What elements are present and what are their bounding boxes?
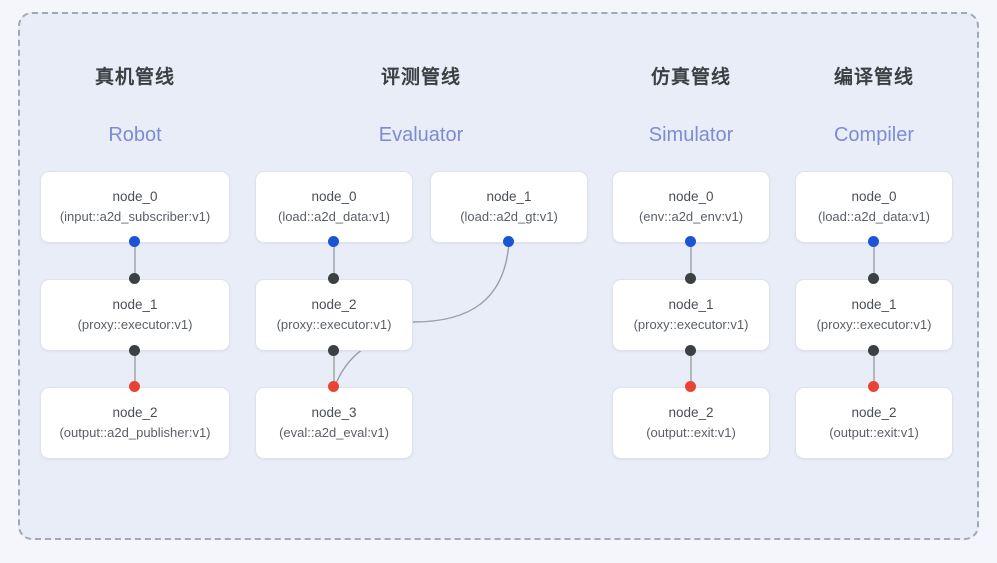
column-title-cn-simulator: 仿真管线 [650, 67, 731, 88]
port-blue-output-simulator-0[interactable] [685, 236, 696, 247]
port-blue-output-robot-0[interactable] [129, 236, 140, 247]
column-title-cn-evaluator: 评测管线 [380, 67, 461, 88]
column-title-en-simulator: Simulator [648, 124, 734, 146]
node-label-name: node_3 [311, 404, 357, 420]
node-label-name: node_0 [668, 188, 714, 204]
node-label-type: (proxy::executor:v1) [816, 316, 932, 332]
port-dark-input-evaluator-2[interactable] [328, 273, 339, 284]
node-label-name: node_1 [668, 296, 714, 312]
node-label-name: node_2 [112, 404, 158, 420]
node-label-type: (env::a2d_env:v1) [638, 208, 744, 224]
column-title-en-robot: Robot [108, 124, 162, 146]
port-red-input-compiler-2[interactable] [868, 381, 879, 392]
column-title-cn-compiler: 编译管线 [833, 67, 914, 88]
port-dark-output-robot-1[interactable] [129, 345, 140, 356]
node-label-type: (load::a2d_data:v1) [817, 208, 931, 224]
node-label-type: (load::a2d_data:v1) [277, 208, 391, 224]
node-label-name: node_1 [851, 296, 897, 312]
node-evaluator-0[interactable]: node_0 (load::a2d_data:v1) [255, 171, 413, 243]
port-dark-input-compiler-1[interactable] [868, 273, 879, 284]
node-simulator-1[interactable]: node_1 (proxy::executor:v1) [612, 279, 770, 351]
port-blue-output-compiler-0[interactable] [868, 236, 879, 247]
port-blue-output-evaluator-1[interactable] [503, 236, 514, 247]
node-label-name: node_1 [112, 296, 158, 312]
node-label-type: (output::a2d_publisher:v1) [59, 424, 211, 440]
node-label-type: (output::exit:v1) [646, 424, 736, 440]
column-title-cn-robot: 真机管线 [94, 67, 175, 88]
column-title-en-evaluator: Evaluator [378, 124, 464, 146]
node-label-type: (load::a2d_gt:v1) [460, 208, 558, 224]
node-label-type: (proxy::executor:v1) [633, 316, 749, 332]
node-label-name: node_0 [112, 188, 158, 204]
node-compiler-1[interactable]: node_1 (proxy::executor:v1) [795, 279, 953, 351]
node-evaluator-1[interactable]: node_1 (load::a2d_gt:v1) [430, 171, 588, 243]
node-label-type: (eval::a2d_eval:v1) [279, 424, 389, 440]
node-simulator-0[interactable]: node_0 (env::a2d_env:v1) [612, 171, 770, 243]
node-label-type: (proxy::executor:v1) [77, 316, 193, 332]
node-simulator-2[interactable]: node_2 (output::exit:v1) [612, 387, 770, 459]
node-label-name: node_0 [311, 188, 357, 204]
node-label-name: node_2 [851, 404, 897, 420]
node-robot-0[interactable]: node_0 (input::a2d_subscriber:v1) [40, 171, 230, 243]
node-label-name: node_0 [851, 188, 897, 204]
node-label-name: node_2 [311, 296, 357, 312]
node-label-type: (proxy::executor:v1) [276, 316, 392, 332]
node-label-name: node_2 [668, 404, 714, 420]
dashed-boundary-frame [18, 12, 979, 540]
port-red-input-evaluator-3[interactable] [328, 381, 339, 392]
node-robot-2[interactable]: node_2 (output::a2d_publisher:v1) [40, 387, 230, 459]
node-compiler-0[interactable]: node_0 (load::a2d_data:v1) [795, 171, 953, 243]
port-dark-input-simulator-1[interactable] [685, 273, 696, 284]
node-evaluator-2[interactable]: node_2 (proxy::executor:v1) [255, 279, 413, 351]
port-dark-output-evaluator-2[interactable] [328, 345, 339, 356]
column-title-en-compiler: Compiler [833, 124, 915, 146]
port-dark-input-robot-1[interactable] [129, 273, 140, 284]
port-red-input-robot-2[interactable] [129, 381, 140, 392]
node-label-type: (input::a2d_subscriber:v1) [59, 208, 211, 224]
port-blue-output-evaluator-0[interactable] [328, 236, 339, 247]
port-red-input-simulator-2[interactable] [685, 381, 696, 392]
node-label-name: node_1 [486, 188, 532, 204]
port-dark-output-compiler-1[interactable] [868, 345, 879, 356]
port-dark-output-simulator-1[interactable] [685, 345, 696, 356]
node-compiler-2[interactable]: node_2 (output::exit:v1) [795, 387, 953, 459]
node-evaluator-3[interactable]: node_3 (eval::a2d_eval:v1) [255, 387, 413, 459]
node-robot-1[interactable]: node_1 (proxy::executor:v1) [40, 279, 230, 351]
node-label-type: (output::exit:v1) [829, 424, 919, 440]
